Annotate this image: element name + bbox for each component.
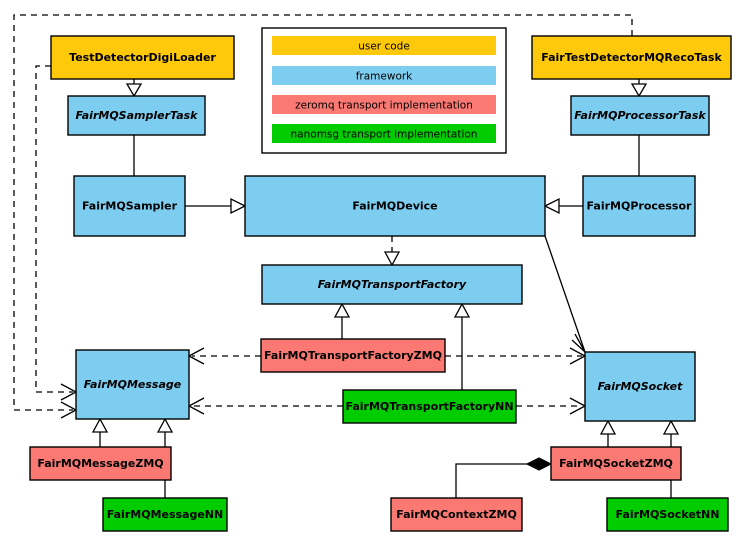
class-box-fill: [102, 497, 228, 532]
edge-processor-device: [543, 197, 583, 215]
legend-label-zeromq: zeromq transport implementation: [295, 100, 473, 112]
class-box-fairmqtransportfactorynn[interactable]: FairMQTransportFactoryNN: [342, 389, 517, 424]
class-box-fairmqsamplertask[interactable]: FairMQSamplerTask: [67, 95, 206, 136]
edge-factorynn-message: [187, 397, 343, 415]
legend-swatch-nanomsg: [272, 124, 496, 143]
class-name-label: FairMQSamplerTask: [76, 109, 199, 122]
class-box-fairmqsocketnn[interactable]: FairMQSocketNN: [606, 497, 729, 532]
edge-device-transportfactory: [383, 236, 401, 267]
legend-label-nanomsg: nanomsg transport implementation: [291, 129, 478, 141]
class-name-label: FairMQTransportFactoryNN: [345, 400, 513, 413]
class-box-fairmqtransportfactory[interactable]: FairMQTransportFactory: [261, 264, 523, 305]
class-box-fill: [531, 35, 732, 80]
edge-contextzmq-socketzmq: [455, 457, 553, 498]
class-box-fairmqsocketzmq[interactable]: FairMQSocketZMQ: [550, 446, 682, 481]
class-name-label: FairMQSocket: [598, 380, 684, 393]
class-name-label: FairMQTransportFactory: [318, 278, 467, 291]
class-name-label: TestDetectorDigiLoader: [69, 51, 216, 64]
class-box-fill: [570, 95, 710, 136]
class-box-fairmqdevice[interactable]: FairMQDevice: [244, 175, 546, 237]
class-box-fill: [260, 338, 446, 373]
class-name-label: FairTestDetectorMQRecoTask: [541, 51, 722, 64]
class-box-fairtestdetectormqrecotask[interactable]: FairTestDetectorMQRecoTask: [531, 35, 732, 80]
class-box-fill: [606, 497, 729, 532]
class-name-label: FairMQContextZMQ: [396, 508, 517, 521]
class-box-fill: [67, 95, 206, 136]
class-box-fairmqmessagenn[interactable]: FairMQMessageNN: [102, 497, 228, 532]
class-name-label: FairMQProcessor: [587, 200, 692, 213]
class-box-fill: [584, 351, 696, 422]
legend-item-zeromq: zeromq transport implementation: [272, 95, 496, 114]
legend-swatch-user-code: [272, 36, 496, 55]
class-name-label: FairMQMessageNN: [107, 508, 223, 521]
class-box-fill: [261, 264, 523, 305]
class-name-label: FairMQSocketZMQ: [559, 457, 673, 470]
class-box-fairmqmessagezmq[interactable]: FairMQMessageZMQ: [29, 446, 172, 481]
edge-sampler-device: [185, 197, 247, 215]
edge-digiloader-samplertask: [125, 79, 143, 98]
class-name-label: FairMQSocketNN: [616, 508, 720, 521]
class-box-fill: [244, 175, 546, 237]
class-box-fill: [550, 446, 682, 481]
class-box-fairmqsampler[interactable]: FairMQSampler: [73, 175, 186, 237]
class-box-fill: [582, 175, 696, 237]
class-box-fairmqsocket[interactable]: FairMQSocket: [584, 351, 696, 422]
edge-device-socket: [544, 235, 586, 353]
legend-swatch-framework: [272, 66, 496, 85]
class-box-fairmqcontextzmq[interactable]: FairMQContextZMQ: [390, 497, 523, 532]
legend: user code framework zeromq transport imp…: [261, 27, 507, 154]
class-name-label: FairMQProcessorTask: [574, 109, 706, 122]
class-box-fill: [342, 389, 517, 424]
class-box-fairmqmessage[interactable]: FairMQMessage: [75, 349, 190, 420]
class-box-fill: [73, 175, 186, 237]
edge-factoryzmq-factory: [333, 302, 351, 339]
class-box-layer: TestDetectorDigiLoader FairTestDetectorMQ…: [29, 35, 732, 532]
edge-factorynn-factory: [453, 302, 471, 390]
legend-item-nanomsg: nanomsg transport implementation: [272, 124, 496, 143]
edge-factoryzmq-socket: [445, 347, 587, 365]
edge-factorynn-socket: [516, 397, 587, 415]
class-name-label: FairMQTransportFactoryZMQ: [264, 349, 442, 362]
legend-label-user-code: user code: [358, 41, 410, 53]
legend-item-user-code: user code: [272, 36, 496, 55]
class-box-testdetectordigiloader[interactable]: TestDetectorDigiLoader: [50, 35, 235, 80]
class-name-label: FairMQDevice: [352, 200, 437, 213]
class-name-label: FairMQMessage: [84, 378, 182, 391]
edge-recotask-processortask: [630, 79, 648, 98]
class-box-fill: [50, 35, 235, 80]
class-box-fill: [390, 497, 523, 532]
legend-item-framework: framework: [272, 66, 496, 85]
legend-swatch-zeromq: [272, 95, 496, 114]
class-name-label: FairMQMessageZMQ: [37, 457, 163, 470]
edge-factoryzmq-message: [187, 347, 261, 365]
class-box-fairmqprocessortask[interactable]: FairMQProcessorTask: [570, 95, 710, 136]
edge-socketzmq-socket: [599, 419, 617, 447]
class-name-label: FairMQSampler: [82, 200, 178, 213]
edge-messagezmq-message: [91, 417, 109, 447]
class-box-fairmqprocessor[interactable]: FairMQProcessor: [582, 175, 696, 237]
class-box-fairmqtransportfactoryzmq[interactable]: FairMQTransportFactoryZMQ: [260, 338, 446, 373]
class-box-fill: [75, 349, 190, 420]
class-box-fill: [29, 446, 172, 481]
legend-label-framework: framework: [356, 71, 413, 83]
